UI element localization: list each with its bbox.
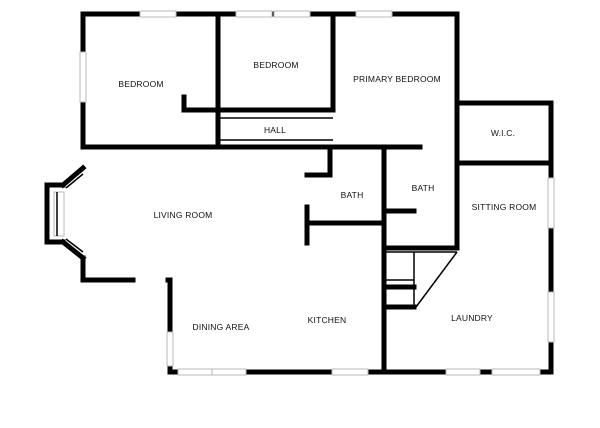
room-label-bedroom-1: BEDROOM xyxy=(118,79,164,89)
room-label-primary-bedroom: PRIMARY BEDROOM xyxy=(353,74,441,84)
room-label-hall: HALL xyxy=(263,125,287,135)
room-label-bath-1: BATH xyxy=(340,190,364,200)
room-label-bedroom-2: BEDROOM xyxy=(253,60,299,70)
room-label-bath-2: BATH xyxy=(411,183,435,193)
room-label-laundry: LAUNDRY xyxy=(451,313,493,323)
partition-lines xyxy=(218,117,458,308)
windows xyxy=(79,10,555,376)
interior-walls xyxy=(181,11,554,375)
bay-window xyxy=(53,164,87,262)
room-label-sitting-room: SITTING ROOM xyxy=(471,202,537,212)
room-label-kitchen: KITCHEN xyxy=(307,315,347,325)
room-label-wic: W.I.C. xyxy=(490,128,516,138)
room-label-living-room: LIVING ROOM xyxy=(153,210,213,220)
room-label-dining-area: DINING AREA xyxy=(192,322,250,332)
